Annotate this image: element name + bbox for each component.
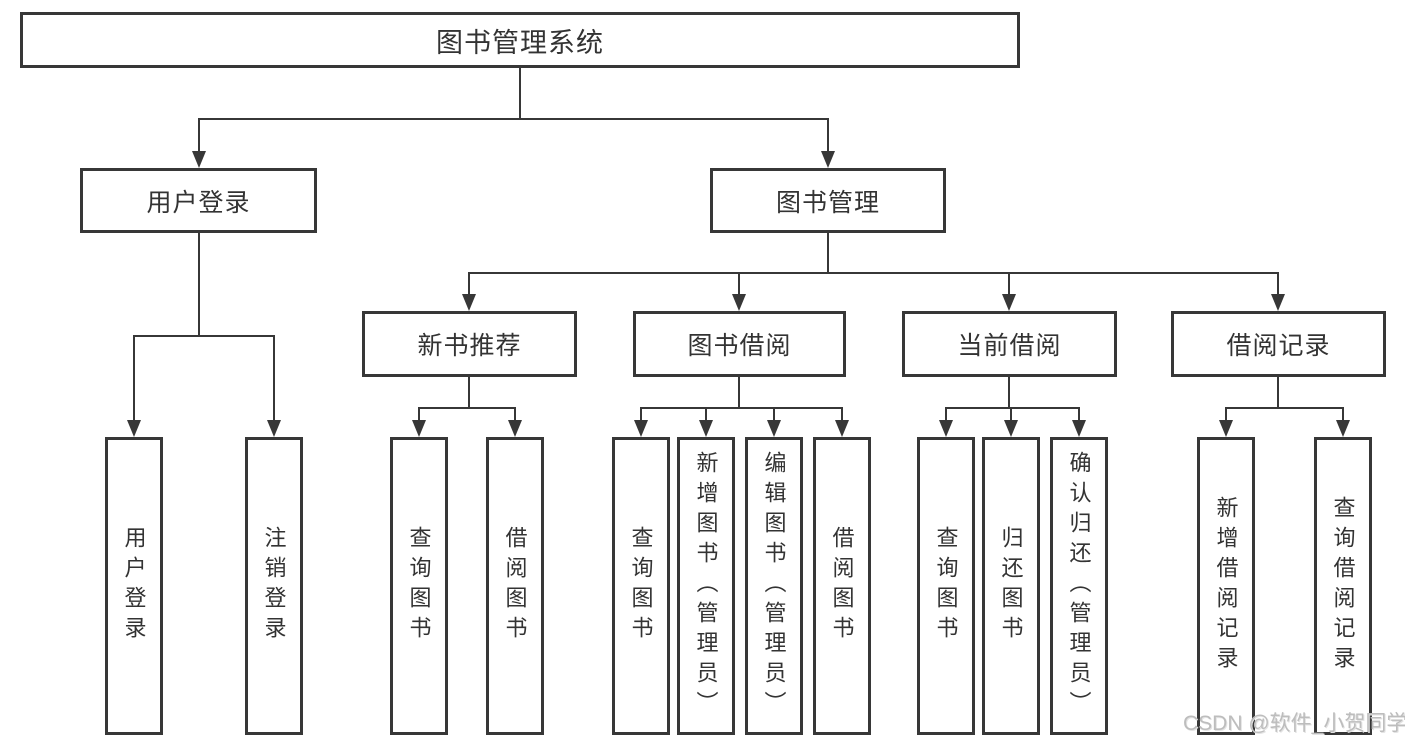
arrow-down-icon xyxy=(412,420,426,437)
leaf-edit-books-admin: 编辑图书（管理员） xyxy=(745,437,803,735)
connector-drop-leaf xyxy=(1078,407,1080,423)
node-label: 用户登录 xyxy=(121,526,147,646)
connector-drop-leaf xyxy=(514,407,516,423)
arrow-down-icon xyxy=(732,294,746,311)
node-label: 用户登录 xyxy=(146,188,251,217)
node-book-management-system: 图书管理系统 xyxy=(20,12,1020,68)
connector-borrowing-drop xyxy=(738,377,740,407)
arrow-down-icon xyxy=(1002,294,1016,311)
connector-drop-new-book-recommendation xyxy=(468,272,470,297)
connector-drop-borrowing-records xyxy=(1277,272,1279,297)
connector-drop-leaf xyxy=(1225,407,1227,423)
node-label: 借阅记录 xyxy=(1226,332,1331,360)
leaf-add-borrow-record: 新增借阅记录 xyxy=(1197,437,1255,735)
node-label: 查询图书 xyxy=(628,526,654,646)
node-borrowing-records: 借阅记录 xyxy=(1171,311,1386,377)
connector-level3-branch-line xyxy=(468,272,1279,274)
connector-book-management-drop xyxy=(827,233,829,272)
leaf-query-books-current: 查询图书 xyxy=(917,437,975,735)
connector-current-branch-line xyxy=(945,407,1080,409)
arrow-down-icon xyxy=(939,420,953,437)
arrow-down-icon xyxy=(127,420,141,437)
connector-drop-leaf xyxy=(1010,407,1012,423)
connector-drop-leaf-user-login xyxy=(133,335,135,421)
node-label: 新书推荐 xyxy=(417,332,522,360)
leaf-query-books-recommend: 查询图书 xyxy=(390,437,448,735)
node-label: 确认归还（管理员） xyxy=(1066,451,1092,721)
node-label: 新增借阅记录 xyxy=(1213,496,1239,676)
node-label: 图书借阅 xyxy=(687,332,792,360)
watermark-text: CSDN @软件_小贺同学 xyxy=(1183,712,1405,735)
arrow-down-icon xyxy=(1072,420,1086,437)
node-new-book-recommendation: 新书推荐 xyxy=(362,311,577,377)
connector-drop-leaf-logout xyxy=(273,335,275,421)
connector-recommendation-drop xyxy=(468,377,470,407)
node-label: 查询图书 xyxy=(406,526,432,646)
leaf-borrow-books-recommend: 借阅图书 xyxy=(486,437,544,735)
node-label: 编辑图书（管理员） xyxy=(761,451,787,721)
arrow-down-icon xyxy=(462,294,476,311)
leaf-query-borrow-record: 查询借阅记录 xyxy=(1314,437,1372,735)
connector-user-login-branch-line xyxy=(133,335,275,337)
node-label: 注销登录 xyxy=(261,526,287,646)
node-label: 借阅图书 xyxy=(829,526,855,646)
leaf-add-books-admin: 新增图书（管理员） xyxy=(677,437,735,735)
leaf-query-books-borrowing: 查询图书 xyxy=(612,437,670,735)
arrow-down-icon xyxy=(835,420,849,437)
connector-drop-current-borrowing xyxy=(1008,272,1010,297)
node-label: 图书管理系统 xyxy=(436,27,604,58)
connector-drop-leaf xyxy=(705,407,707,423)
connector-user-login-drop xyxy=(198,233,200,335)
arrow-down-icon xyxy=(1271,294,1285,311)
arrow-down-icon xyxy=(634,420,648,437)
connector-drop-leaf xyxy=(1342,407,1344,423)
node-current-borrowing: 当前借阅 xyxy=(902,311,1117,377)
node-label: 图书管理 xyxy=(775,188,880,217)
arrow-down-icon xyxy=(508,420,522,437)
arrow-down-icon xyxy=(1004,420,1018,437)
connector-root-drop xyxy=(519,68,521,118)
connector-borrowing-branch-line xyxy=(640,407,843,409)
arrow-down-icon xyxy=(192,151,206,168)
node-label: 归还图书 xyxy=(998,526,1024,646)
connector-drop-leaf xyxy=(640,407,642,423)
connector-current-drop xyxy=(1008,377,1010,407)
arrow-down-icon xyxy=(699,420,713,437)
node-label: 查询图书 xyxy=(933,526,959,646)
node-label: 借阅图书 xyxy=(502,526,528,646)
arrow-down-icon xyxy=(821,151,835,168)
node-book-management: 图书管理 xyxy=(710,168,946,233)
connector-records-branch-line xyxy=(1225,407,1344,409)
leaf-return-books: 归还图书 xyxy=(982,437,1040,735)
connector-drop-leaf xyxy=(773,407,775,423)
node-label: 新增图书（管理员） xyxy=(693,451,719,721)
connector-drop-book-borrowing xyxy=(738,272,740,297)
connector-drop-leaf xyxy=(418,407,420,423)
connector-drop-book-management xyxy=(827,118,829,152)
arrow-down-icon xyxy=(1219,420,1233,437)
connector-drop-user-login xyxy=(198,118,200,152)
connector-recommendation-branch-line xyxy=(418,407,515,409)
node-user-login: 用户登录 xyxy=(80,168,317,233)
node-label: 当前借阅 xyxy=(957,332,1062,360)
leaf-confirm-return-admin: 确认归还（管理员） xyxy=(1050,437,1108,735)
connector-records-drop xyxy=(1277,377,1279,407)
arrow-down-icon xyxy=(767,420,781,437)
connector-drop-leaf xyxy=(945,407,947,423)
arrow-down-icon xyxy=(1336,420,1350,437)
connector-drop-leaf xyxy=(841,407,843,423)
leaf-logout: 注销登录 xyxy=(245,437,303,735)
arrow-down-icon xyxy=(267,420,281,437)
leaf-user-login: 用户登录 xyxy=(105,437,163,735)
node-label: 查询借阅记录 xyxy=(1330,496,1356,676)
leaf-borrow-books-borrowing: 借阅图书 xyxy=(813,437,871,735)
connector-level2-branch-line xyxy=(198,118,829,120)
node-book-borrowing: 图书借阅 xyxy=(633,311,846,377)
